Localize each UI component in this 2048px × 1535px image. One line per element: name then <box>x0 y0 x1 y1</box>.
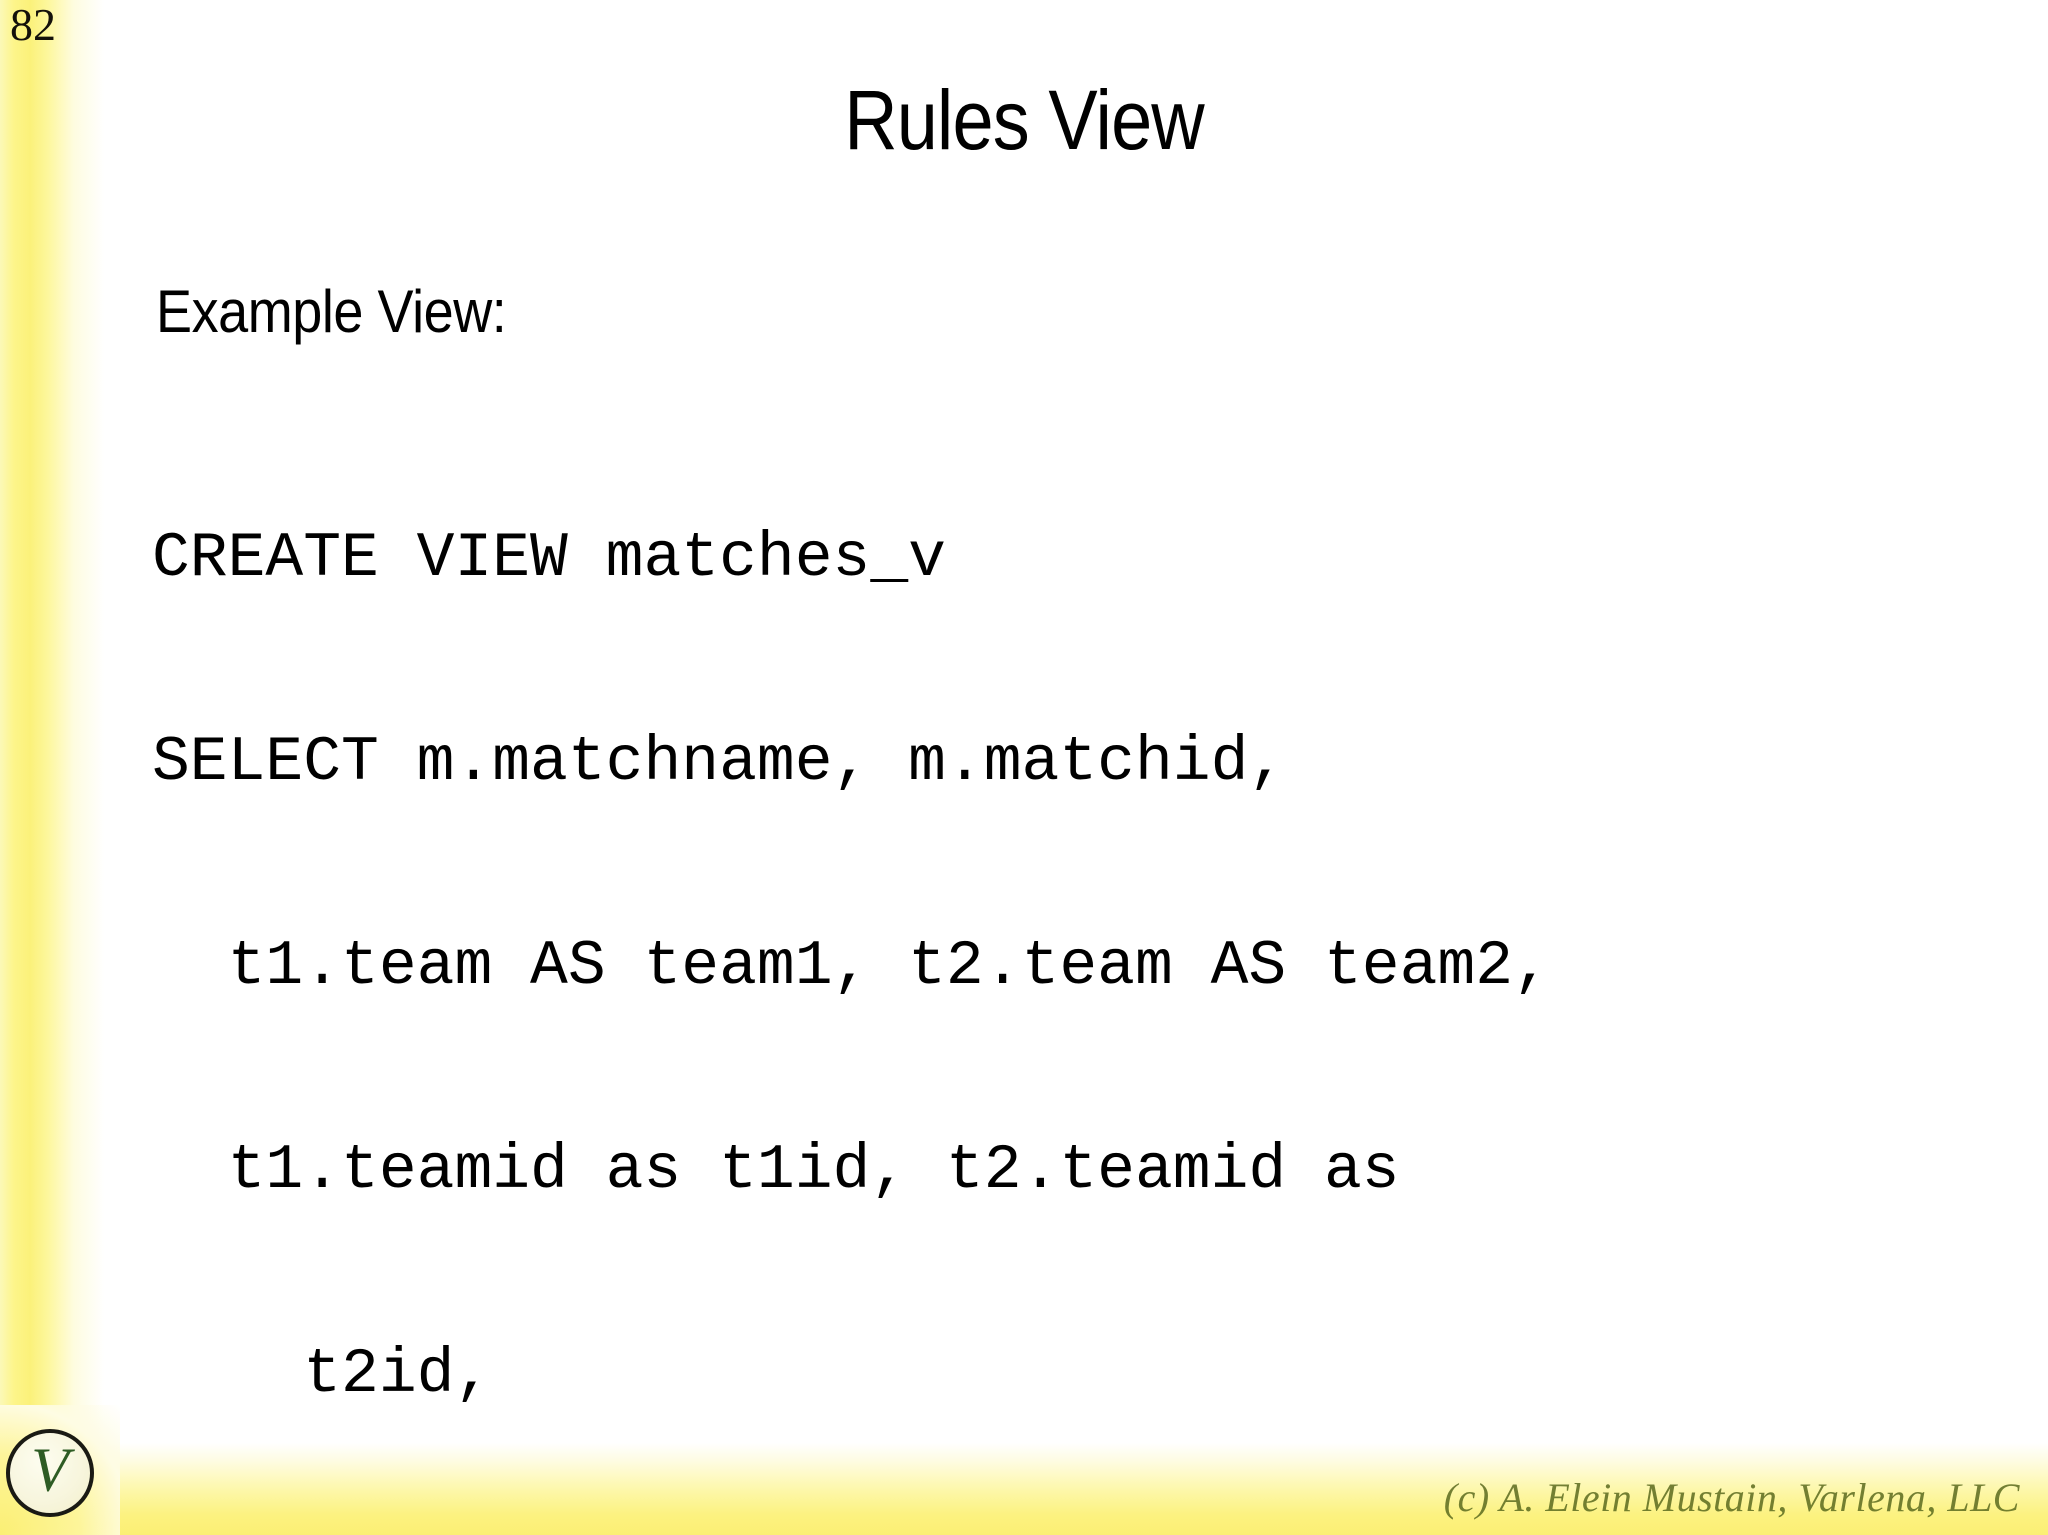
page-title: Rules View <box>844 73 1204 167</box>
varlena-logo-icon: V <box>6 1429 94 1517</box>
sql-code-block: CREATE VIEW matches_v SELECT m.matchname… <box>152 389 2048 1535</box>
subheading: Example View: <box>156 278 507 345</box>
code-line: t1.teamid as t1id, t2.teamid as <box>152 1135 1400 1206</box>
slide-body: Example View: CREATE VIEW matches_v SELE… <box>152 280 2048 1535</box>
page-number: 82 <box>10 0 56 50</box>
bottom-accent-band <box>0 1443 2048 1535</box>
code-line: t1.team AS team1, t2.team AS team2, <box>152 931 1551 1002</box>
code-line: t2id, <box>152 1339 493 1410</box>
code-line: SELECT m.matchname, m.matchid, <box>152 727 1287 798</box>
logo-letter: V <box>31 1436 69 1505</box>
code-line: CREATE VIEW matches_v <box>152 523 946 594</box>
copyright-notice: (c) A. Elein Mustain, Varlena, LLC <box>1443 1475 2020 1520</box>
left-accent-stripe <box>0 0 104 1535</box>
